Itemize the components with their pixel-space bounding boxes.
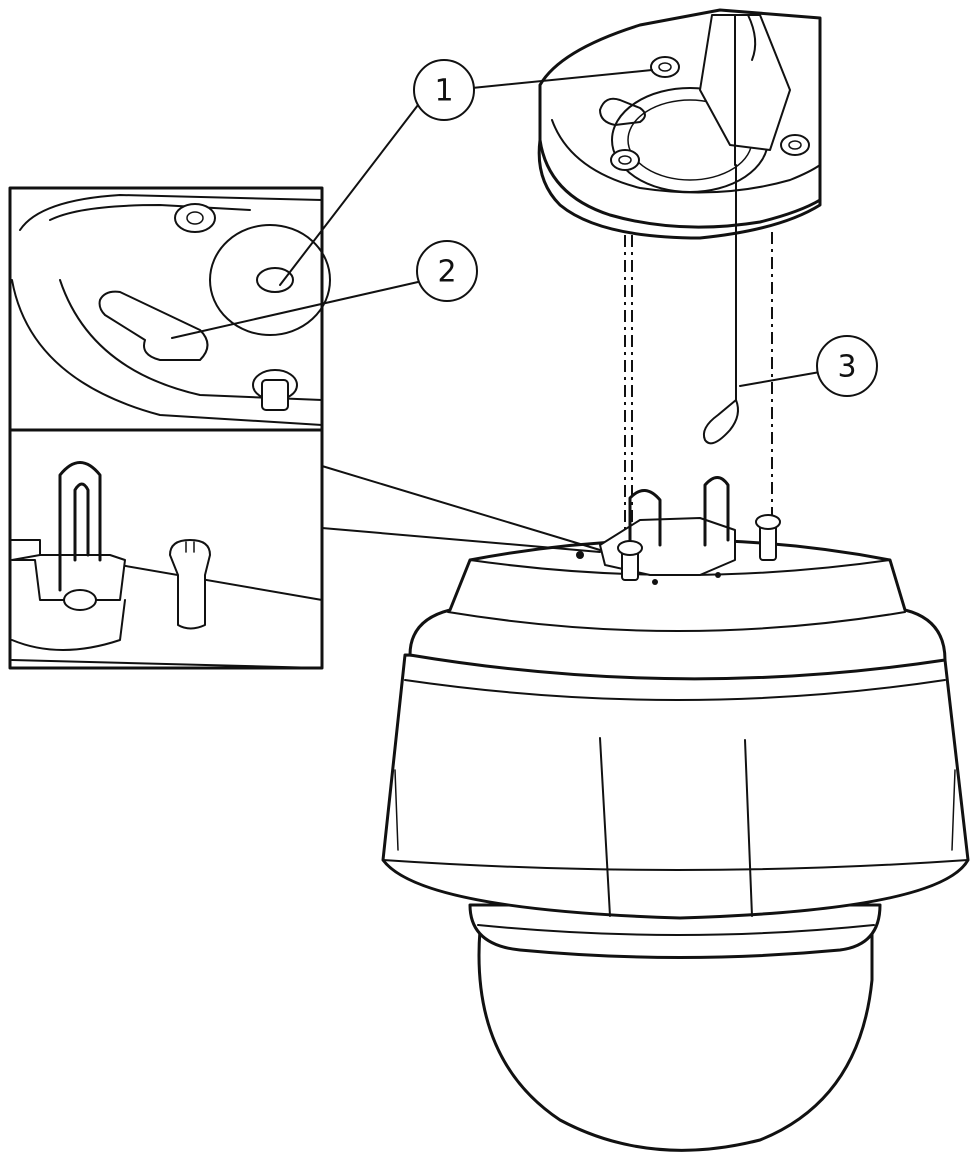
mounting-bracket	[537, 8, 822, 240]
callout-1-label: 1	[434, 74, 453, 109]
callout-2-label: 2	[437, 255, 456, 290]
mounting-pin-icon	[755, 514, 781, 561]
bracket-screw-icon	[610, 149, 640, 171]
callout-2: 2	[171, 240, 478, 339]
callout-1: 1	[279, 59, 653, 286]
inset-bracket-closeup	[11, 194, 331, 426]
dome-camera	[381, 476, 970, 1152]
bracket-screw-icon	[780, 134, 810, 156]
safety-wire	[702, 164, 739, 445]
detail-inset	[8, 186, 331, 670]
bracket-screw-icon	[650, 56, 680, 78]
callout-3: 3	[739, 335, 878, 397]
inset-pin-closeup	[9, 461, 323, 669]
callout-3-label: 3	[837, 350, 856, 385]
mounting-pin-icon	[617, 540, 643, 581]
zoom-leader-lines	[321, 465, 601, 553]
